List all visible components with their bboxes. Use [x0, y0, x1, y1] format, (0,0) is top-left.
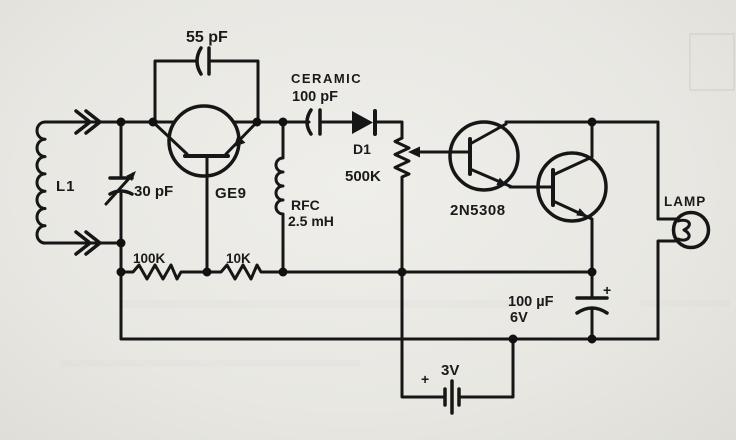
emitter-lead [224, 120, 259, 156]
wiring [43, 120, 660, 341]
label-2-5mh: 2.5 mH [288, 213, 334, 229]
label-6v: 6V [510, 310, 528, 326]
battery-3v [443, 337, 515, 415]
transistor-2n5308-first [448, 120, 555, 192]
label-ceramic: CERAMIC [291, 71, 362, 86]
label-3v: 3V [441, 362, 459, 379]
indicator-lamp [656, 210, 711, 341]
scan-artifacts [689, 33, 735, 91]
transistor-body [536, 151, 608, 223]
cap-plate [305, 108, 313, 136]
adjust-arrowhead-icon [126, 171, 136, 181]
diode-d1 [352, 109, 404, 140]
wiper-arrowhead-icon [408, 146, 420, 158]
filter-cap-plus-sign: + [603, 282, 611, 298]
wire-negative-rail [119, 270, 660, 341]
label-30pf: 30 pF [134, 183, 173, 200]
potentiometer-500k [393, 136, 472, 399]
pot-element-and-lead [393, 136, 446, 399]
label-100pf: 100 pF [292, 89, 338, 105]
wire-collector-rail [504, 120, 660, 221]
label-ge9: GE9 [215, 185, 247, 202]
npn-arrow-icon [576, 208, 588, 217]
label-l1: L1 [56, 178, 76, 195]
label-rfc: RFC [291, 197, 320, 213]
collector-lead [468, 122, 508, 146]
collector-lead [551, 120, 594, 177]
transistor-body [448, 120, 520, 192]
labels: 55 pF CERAMIC 100 pF D1 500K L1 30 pF GE… [56, 29, 706, 387]
transistor-2n5308-second [536, 120, 608, 274]
capacitor-55pf [153, 46, 260, 124]
junction-dots [116, 117, 597, 344]
coil-winding [35, 120, 47, 245]
battery-lead-right [459, 337, 515, 399]
label-d1: D1 [353, 141, 371, 157]
lamp-lead-bottom [656, 239, 678, 341]
choke-winding [274, 120, 285, 274]
label-55pf: 55 pF [186, 29, 228, 46]
emitter-lead [551, 199, 594, 274]
label-10k: 10K [226, 251, 251, 266]
collector-lead [151, 120, 189, 156]
coupling-arrow-icon [74, 109, 102, 135]
diode-output-lead [373, 120, 404, 140]
variable-capacitor-30pf [104, 171, 136, 206]
npn-arrow-icon [496, 177, 508, 186]
pnp-arrow-icon [234, 135, 246, 147]
battery-plus-sign: + [421, 371, 429, 387]
transistor-body [167, 104, 241, 178]
transistor-ge9 [151, 104, 259, 274]
wire-bias-rail-with-resistors [119, 263, 594, 281]
coupling-arrow-icon [74, 230, 102, 256]
label-100k: 100K [133, 251, 166, 266]
cap-plate [195, 46, 203, 76]
feedback-loop-wire [153, 59, 260, 124]
label-lamp: LAMP [664, 194, 706, 209]
label-2n5308: 2N5308 [450, 202, 506, 219]
label-100uf: 100 µF [508, 294, 554, 310]
adjust-arrow [104, 172, 135, 206]
lamp-filament-icon [676, 218, 691, 242]
capacitor-ceramic-100pf [305, 108, 354, 136]
lamp-bulb [671, 210, 711, 250]
diode-triangle [352, 111, 373, 134]
inductor-l1 [35, 109, 102, 256]
rf-choke [274, 120, 285, 274]
label-500k: 500K [345, 168, 381, 185]
cap-plate [108, 189, 134, 196]
